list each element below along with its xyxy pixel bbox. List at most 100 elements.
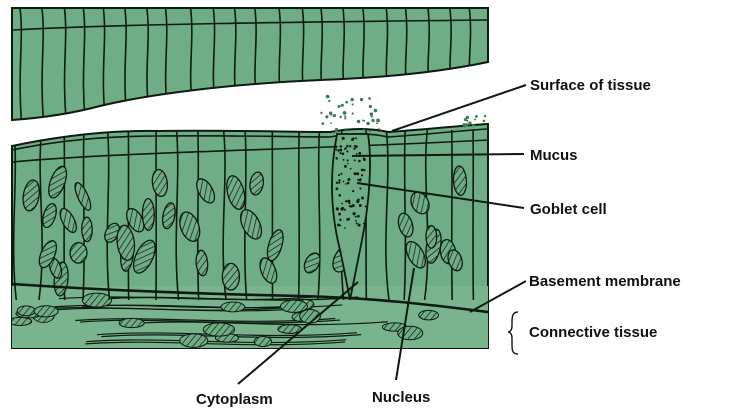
connective-cell <box>398 326 423 339</box>
mucus-granule <box>338 182 340 184</box>
surface-mucus-drop <box>378 128 380 130</box>
connective-cell <box>180 334 208 348</box>
surface-mucus-drop <box>363 129 365 131</box>
mucus-granule <box>347 178 350 181</box>
connective-cell <box>221 302 245 312</box>
surface-mucus-drop <box>366 122 370 126</box>
mucus-granule <box>357 215 360 218</box>
mucus-granule <box>359 179 361 181</box>
surface-mucus-drop <box>357 120 360 123</box>
mucus-granule <box>363 223 365 225</box>
mucus-granule <box>361 169 364 172</box>
mucus-granule <box>352 190 354 192</box>
mucus-granule <box>347 200 350 203</box>
mucus-granule <box>344 165 347 168</box>
mucus-granule <box>348 202 350 204</box>
mucus-granule <box>339 219 341 221</box>
surface-mucus-drop <box>329 111 332 114</box>
mucus-granule <box>337 208 339 210</box>
mucus-granule <box>345 200 347 202</box>
mucus-granule <box>338 179 340 181</box>
surface-mucus-drop <box>475 115 478 118</box>
mucus-granule <box>342 137 345 140</box>
surface-mucus-drop <box>339 116 341 118</box>
surface-mucus-drop <box>369 105 372 108</box>
connective-cell <box>34 306 58 317</box>
surface-mucus-drop <box>325 115 328 118</box>
mucus-granule <box>359 204 362 207</box>
connective-cell <box>254 336 271 346</box>
mucus-granule <box>347 159 349 161</box>
mucus-granule <box>346 145 348 147</box>
mucus-granule <box>338 194 341 197</box>
mucus-granule <box>355 145 358 148</box>
column-cell-wall <box>299 130 300 300</box>
connective-cell <box>203 323 234 336</box>
mucus-granule <box>335 157 338 160</box>
mucus-granule <box>355 220 357 222</box>
mucus-granule <box>356 222 358 224</box>
label-basement-membrane: Basement membrane <box>529 273 681 290</box>
surface-mucus-drop <box>472 124 475 127</box>
mucus-granule <box>356 172 359 175</box>
mucus-granule <box>344 148 346 150</box>
mucus-granule <box>344 209 346 211</box>
mucus-granule <box>348 218 350 220</box>
surface-mucus-drop <box>338 105 341 108</box>
surface-mucus-drop <box>321 122 324 125</box>
mucus-granule <box>359 187 361 189</box>
surface-mucus-drop <box>376 118 380 122</box>
mucus-granule <box>347 163 349 165</box>
mucus-granule <box>335 149 337 151</box>
column-cell-wall <box>83 130 84 300</box>
surface-mucus-drop <box>360 98 363 101</box>
surface-mucus-drop <box>474 119 476 121</box>
mucus-granule <box>358 160 361 163</box>
surface-mucus-drop <box>368 97 371 100</box>
surface-mucus-drop <box>369 130 371 132</box>
label-mucus: Mucus <box>530 147 578 164</box>
surface-mucus-drop <box>352 103 354 105</box>
cell-nucleus <box>222 263 239 290</box>
surface-mucus-drop <box>345 101 348 104</box>
mucus-granule <box>356 153 358 155</box>
surface-mucus-drop <box>468 121 471 124</box>
label-nucleus: Nucleus <box>372 389 430 406</box>
mucus-granule <box>343 159 345 161</box>
surface-mucus-drop <box>464 118 467 121</box>
mucus-granule <box>354 159 356 161</box>
mucus-granule <box>358 152 361 155</box>
surface-mucus-drop <box>344 117 346 119</box>
mucus-granule <box>340 225 342 227</box>
label-connective-tissue: Connective tissue <box>529 324 657 341</box>
mucus-granule <box>339 152 341 154</box>
label-surface-of-tissue: Surface of tissue <box>530 77 651 94</box>
surface-mucus-drop <box>484 115 486 117</box>
mucus-granule <box>349 145 351 147</box>
connective-cell <box>281 300 308 312</box>
surface-mucus-drop <box>320 112 322 114</box>
surface-mucus-drop <box>483 120 486 123</box>
mucus-granule <box>342 152 345 155</box>
cell-nucleus <box>82 217 93 242</box>
surface-mucus-drop <box>362 119 364 121</box>
upper-epithelium-layer <box>12 8 490 129</box>
mucus-granule <box>341 209 343 211</box>
connective-cell <box>82 293 111 307</box>
surface-mucus-drop <box>350 98 353 101</box>
surface-mucus-drop <box>345 128 347 130</box>
mucus-granule <box>354 148 356 150</box>
surface-mucus-drop <box>330 122 332 124</box>
connective-cell <box>119 318 144 327</box>
mucus-granule <box>343 181 345 183</box>
mucus-granule <box>361 197 364 200</box>
mucus-granule <box>353 137 355 139</box>
mucus-granule <box>346 150 348 152</box>
mucus-granule <box>350 206 352 208</box>
mucus-granule <box>340 173 342 175</box>
mucus-granule <box>355 216 357 218</box>
column-cell-wall <box>198 130 199 300</box>
surface-mucus-drop <box>333 114 336 117</box>
mucus-granule <box>350 168 352 170</box>
